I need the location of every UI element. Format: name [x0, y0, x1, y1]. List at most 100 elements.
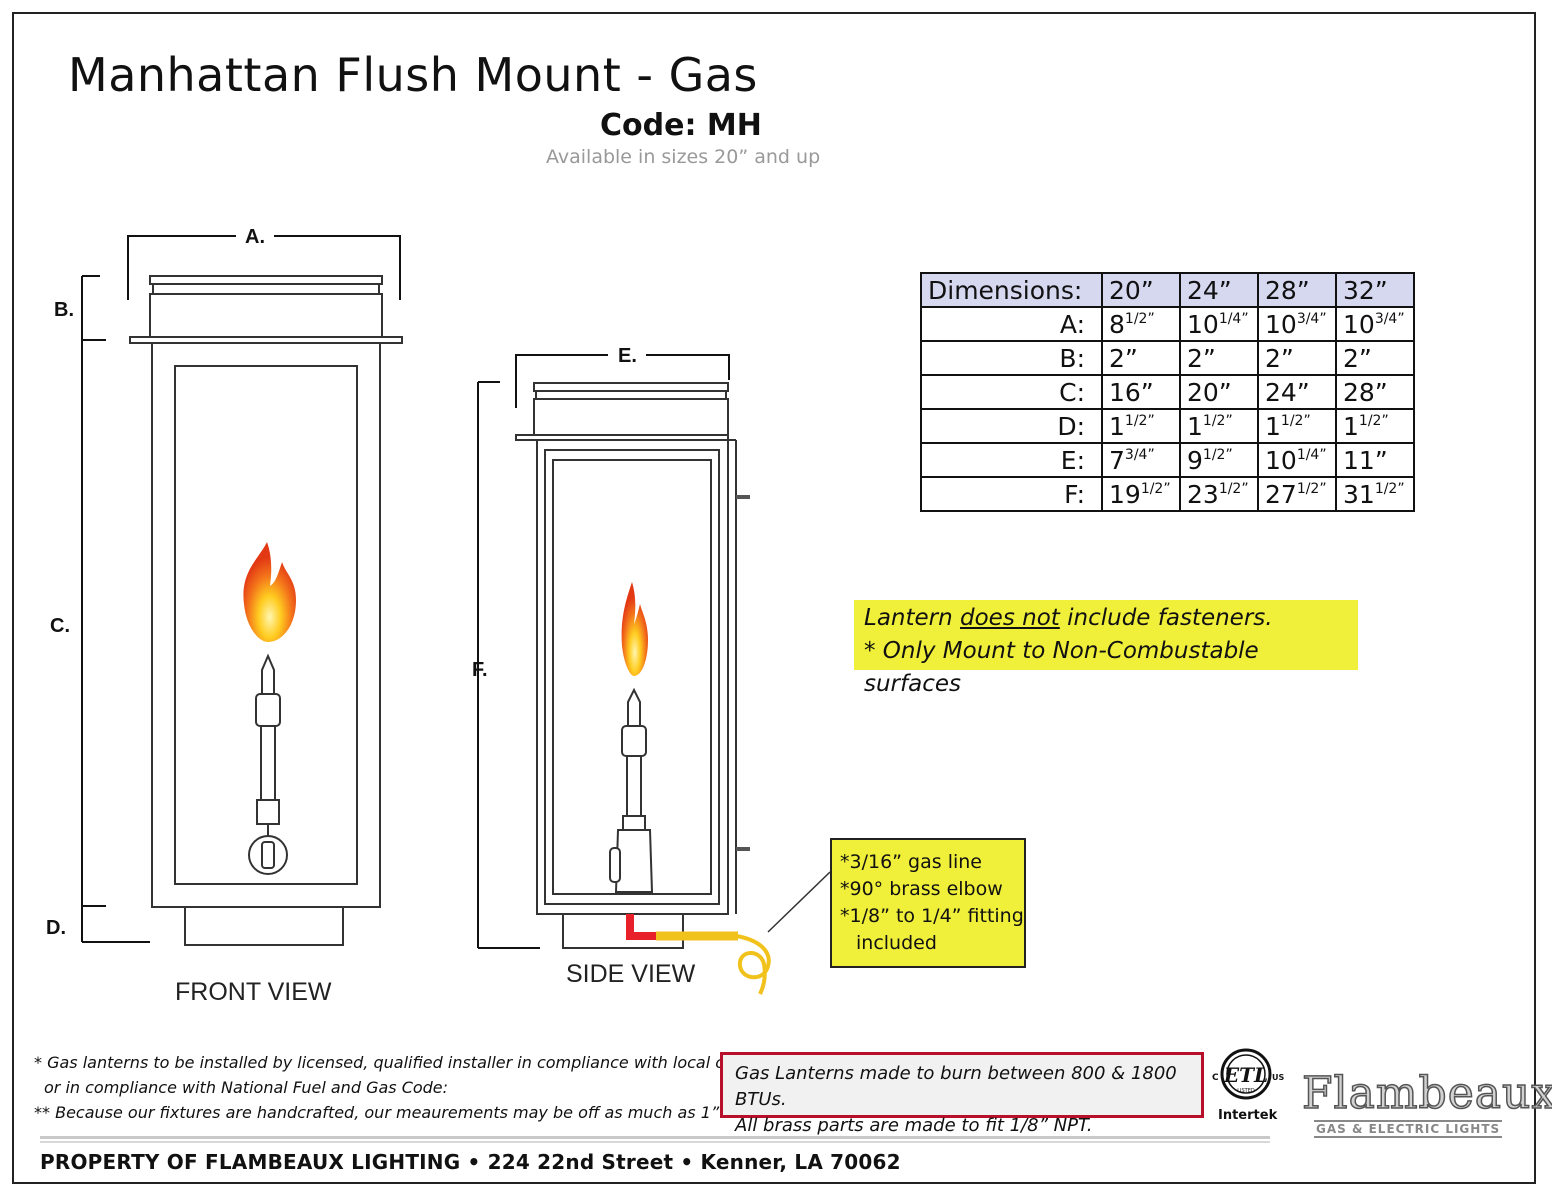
cell-fraction: 1/2”: [1202, 446, 1233, 463]
side-view: [477, 354, 831, 995]
cell-value: 10: [1343, 309, 1375, 339]
label-c: C.: [50, 615, 70, 637]
table-cell: 231/2”: [1179, 476, 1259, 512]
btu-note: Gas Lanterns made to burn between 800 & …: [720, 1052, 1204, 1136]
gas-note-line: included: [856, 932, 937, 954]
row-label: B:: [920, 340, 1103, 376]
table-header-cell: 28”: [1257, 272, 1337, 308]
table-header-cell: 24”: [1179, 272, 1259, 308]
label-d: D.: [46, 917, 66, 939]
property-footer: PROPERTY OF FLAMBEAUX LIGHTING • 224 22n…: [40, 1150, 901, 1174]
label-e: E.: [618, 345, 637, 367]
logo-tagline: GAS & ELECTRIC LIGHTS: [1314, 1120, 1503, 1138]
etl-mark-text: ETL: [1223, 1063, 1268, 1087]
row-label: C:: [920, 374, 1103, 410]
table-cell: 20”: [1179, 374, 1259, 410]
cell-value: 1: [1187, 411, 1203, 441]
availability-note: Available in sizes 20” and up: [546, 146, 821, 168]
table-row: D:11/2”11/2”11/2”11/2”: [920, 408, 1415, 444]
btu-line: Gas Lanterns made to burn between 800 & …: [735, 1063, 1177, 1110]
cell-fraction: 1/4”: [1296, 446, 1327, 463]
table-cell: 2”: [1101, 340, 1181, 376]
gas-note-line: *3/16” gas line: [840, 851, 982, 873]
table-cell: 11/2”: [1257, 408, 1337, 444]
warning-emphasis: does not: [960, 605, 1060, 631]
cell-value: 7: [1109, 445, 1125, 475]
table-cell: 16”: [1101, 374, 1181, 410]
footer-divider: [40, 1141, 1270, 1143]
warning-text: include fasteners.: [1059, 605, 1273, 631]
etl-listed-icon: ETL LISTED C US Intertek: [1210, 1046, 1290, 1126]
cell-fraction: 3/4”: [1124, 446, 1155, 463]
cell-value: 10: [1187, 309, 1219, 339]
footnote-line: ** Because our fixtures are handcrafted,…: [34, 1103, 725, 1122]
cell-value: 1: [1265, 411, 1281, 441]
table-header-cell: 20”: [1101, 272, 1181, 308]
cell-fraction: 3/4”: [1296, 310, 1327, 327]
cell-fraction: 1/2”: [1218, 480, 1249, 497]
cell-fraction: 1/2”: [1280, 412, 1311, 429]
table-cell: 81/2”: [1101, 306, 1181, 342]
row-label: D:: [920, 408, 1103, 444]
row-label: A:: [920, 306, 1103, 342]
table-cell: 2”: [1257, 340, 1337, 376]
warning-text: Lantern: [864, 605, 960, 631]
etl-listed-text: LISTED: [1237, 1088, 1255, 1094]
table-cell: 24”: [1257, 374, 1337, 410]
table-header-row: Dimensions: 20” 24” 28” 32”: [920, 272, 1415, 308]
label-b: B.: [54, 299, 74, 321]
table-cell: 73/4”: [1101, 442, 1181, 478]
gas-note-line: *90° brass elbow: [840, 878, 1003, 900]
cell-fraction: 3/4”: [1374, 310, 1405, 327]
table-cell: 11/2”: [1179, 408, 1259, 444]
warning-text: * Only Mount to Non-Combustable surfaces: [864, 638, 1259, 697]
cell-value: 23: [1187, 479, 1219, 509]
cell-value: 2”: [1265, 343, 1294, 373]
cell-value: 19: [1109, 479, 1141, 509]
logo-name: Flambeaux: [1301, 1068, 1552, 1119]
cell-value: 10: [1265, 445, 1297, 475]
gas-note-line: *1/8” to 1/4” fitting: [840, 905, 1024, 927]
cell-fraction: 1/2”: [1358, 412, 1389, 429]
side-view-caption: SIDE VIEW: [566, 960, 696, 988]
cell-value: 27: [1265, 479, 1297, 509]
footer-divider: [40, 1136, 1270, 1139]
cell-fraction: 1/2”: [1202, 412, 1233, 429]
cell-value: 1: [1109, 411, 1125, 441]
cell-value: 10: [1265, 309, 1297, 339]
cell-fraction: 1/2”: [1124, 412, 1155, 429]
gas-line-note: *3/16” gas line *90° brass elbow *1/8” t…: [830, 838, 1026, 968]
table-header-cell: 32”: [1335, 272, 1415, 308]
table-cell: 101/4”: [1179, 306, 1259, 342]
cell-value: 31: [1343, 479, 1375, 509]
front-view: [81, 235, 403, 946]
row-label: F:: [920, 476, 1103, 512]
table-cell: 11/2”: [1335, 408, 1415, 444]
label-f: F.: [472, 659, 488, 681]
cell-value: 2”: [1109, 343, 1138, 373]
cell-value: 1: [1343, 411, 1359, 441]
cell-value: 20”: [1187, 377, 1232, 407]
table-cell: 28”: [1335, 374, 1415, 410]
cell-fraction: 1/2”: [1374, 480, 1405, 497]
cell-fraction: 1/2”: [1124, 310, 1155, 327]
label-a: A.: [245, 226, 265, 248]
page-frame: [12, 12, 1536, 1184]
table-row: C:16”20” 24”28”: [920, 374, 1415, 410]
cell-fraction: 1/2”: [1140, 480, 1171, 497]
table-row: E:73/4”91/2”101/4”11”: [920, 442, 1415, 478]
table-cell: 101/4”: [1257, 442, 1337, 478]
cell-value: 2”: [1187, 343, 1216, 373]
table-row: B:2”2”2”2”: [920, 340, 1415, 376]
cell-fraction: 1/2”: [1296, 480, 1327, 497]
footnote-line: or in compliance with National Fuel and …: [44, 1078, 449, 1097]
dimensions-table: Dimensions: 20” 24” 28” 32” A:81/2”101/4…: [920, 272, 1415, 512]
cell-value: 2”: [1343, 343, 1372, 373]
cell-value: 8: [1109, 309, 1125, 339]
table-row: F:191/2”231/2”271/2”311/2”: [920, 476, 1415, 512]
table-row: A:81/2”101/4”103/4”103/4”: [920, 306, 1415, 342]
row-label: E:: [920, 442, 1103, 478]
intertek-label: Intertek: [1218, 1108, 1278, 1123]
cell-fraction: 1/4”: [1218, 310, 1249, 327]
